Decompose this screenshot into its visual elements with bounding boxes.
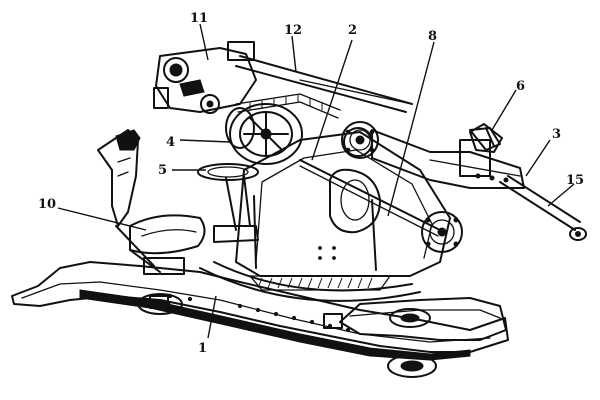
leader-2	[311, 39, 353, 161]
leader-3	[525, 139, 551, 177]
sight-rail	[235, 55, 413, 113]
leveling-jack-rear	[389, 308, 431, 328]
recuperator-cylinder	[299, 159, 441, 237]
leader-1	[207, 295, 217, 339]
leveling-jack-right	[387, 354, 437, 378]
traverse-handwheel	[225, 103, 303, 165]
carriage-side-frame	[235, 131, 451, 277]
leader-4	[179, 139, 231, 143]
callout-3: 3	[552, 127, 561, 142]
leveling-jack-left	[137, 293, 183, 315]
drive-chain	[235, 93, 341, 119]
towing-bar	[499, 175, 587, 241]
leader-8	[387, 41, 435, 217]
callout-8: 8	[428, 29, 437, 44]
callout-leaders	[57, 23, 575, 339]
gunner-seat	[97, 129, 206, 275]
leader-6	[491, 89, 517, 131]
callout-11: 11	[190, 11, 208, 26]
callout-12: 12	[284, 23, 302, 38]
base-platform	[11, 261, 509, 361]
sight-mount-housing	[153, 41, 257, 114]
traverse-ring	[199, 261, 421, 302]
callout-1: 1	[198, 341, 207, 356]
footrest-pedestal	[197, 163, 259, 243]
callout-2: 2	[348, 23, 357, 38]
sight-bracket	[469, 123, 503, 153]
gear-plate	[343, 127, 373, 157]
leader-15	[547, 183, 575, 207]
callout-6: 6	[516, 79, 525, 94]
callout-15: 15	[566, 173, 584, 188]
leader-10	[57, 207, 147, 231]
callout-10: 10	[38, 197, 56, 212]
callout-labels: 1 2 3 4 5 6 8 10 11 12 15	[38, 11, 584, 356]
callout-4: 4	[166, 135, 175, 150]
leader-11	[199, 23, 209, 61]
gun-cradle	[371, 127, 525, 189]
leader-12	[291, 35, 297, 73]
callout-5: 5	[158, 163, 167, 178]
elevating-gear	[421, 211, 463, 253]
